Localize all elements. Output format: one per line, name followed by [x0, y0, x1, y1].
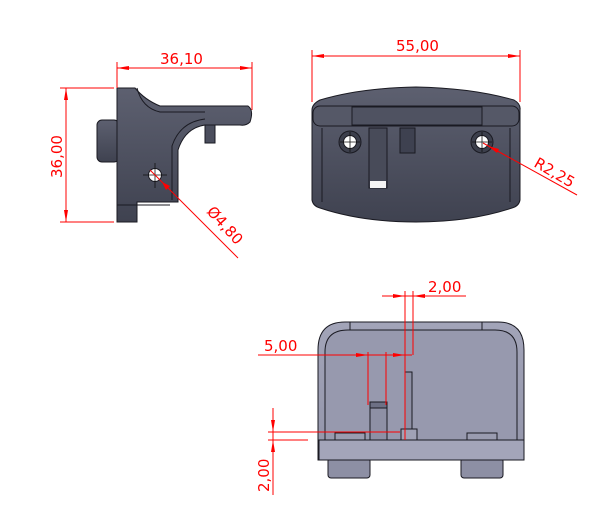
- side-width-label: 36,10: [160, 50, 203, 68]
- top-view: 55,00 R2,25: [311, 37, 578, 223]
- side-hole-label: Ø4,80: [203, 203, 247, 249]
- bottom-gap-label: 2,00: [428, 278, 461, 296]
- foot-left: [327, 457, 371, 479]
- dim-thickness-2-00: 2,00: [255, 408, 400, 495]
- bottom-view: 2,00 5,00 2,00: [255, 278, 525, 495]
- dim-55-00: 55,00: [311, 37, 521, 102]
- side-boss: [96, 119, 120, 163]
- bottom-offset-label: 5,00: [264, 337, 297, 355]
- foot-right: [460, 457, 504, 479]
- dim-offset-5-00: 5,00: [258, 337, 412, 405]
- dim-36-10: 36,10: [116, 50, 253, 110]
- dim-gap-2-00: 2,00: [382, 278, 466, 440]
- side-height-label: 36,00: [48, 135, 66, 178]
- bottom-thickness-label: 2,00: [255, 459, 273, 492]
- dim-36-00: 36,00: [48, 87, 114, 223]
- top-width-label: 55,00: [396, 37, 439, 55]
- top-radius-label: R2,25: [531, 154, 578, 192]
- side-view: 36,10 36,00 Ø4,80: [48, 50, 253, 259]
- side-body: [116, 87, 253, 223]
